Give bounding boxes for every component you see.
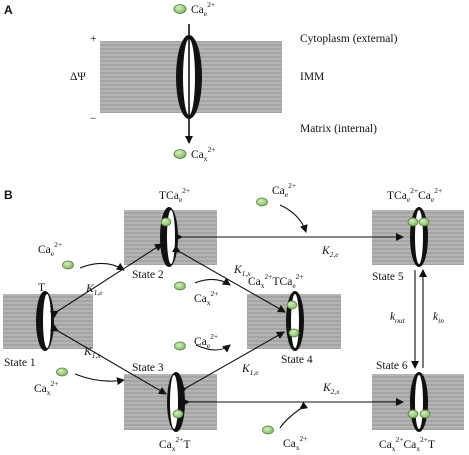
rate-kin-label: kin bbox=[433, 311, 444, 325]
species-state-6-label: Cax2+Cax2+T bbox=[379, 435, 435, 453]
rate-k2x-label: K2,x bbox=[322, 382, 340, 396]
ion-ca-e-label: Cae2+ bbox=[191, 0, 215, 18]
rate-k1x-label: K1,x bbox=[83, 346, 101, 360]
transporter-state-5-icon bbox=[410, 207, 428, 267]
bound-ion-icon bbox=[288, 328, 300, 338]
species-state-2-label: TCae2+ bbox=[159, 186, 190, 204]
bound-ion-icon bbox=[418, 217, 430, 227]
ion-ca-x-label: Cax2+ bbox=[34, 379, 59, 397]
cytoplasm-label: Cytoplasm (external) bbox=[300, 33, 398, 45]
free-ion-icon bbox=[62, 260, 74, 270]
membrane-potential-label: ΔΨ bbox=[70, 71, 86, 83]
ion-ca-e-label: Cae2+ bbox=[38, 240, 62, 258]
bound-ion-icon bbox=[172, 409, 184, 419]
bound-ion-icon bbox=[160, 217, 172, 227]
state-6-label: State 6 bbox=[376, 360, 408, 372]
rate-k1e-label: K1,e bbox=[241, 363, 259, 377]
calcium-ion-icon bbox=[173, 4, 187, 14]
rate-kout-label: kout bbox=[390, 311, 406, 325]
species-t-label: T bbox=[38, 282, 45, 294]
transporter-state-6-icon bbox=[410, 372, 428, 432]
ion-ca-e-label: Cae2+ bbox=[272, 181, 296, 199]
transporter-icon bbox=[176, 35, 202, 119]
transporter-state-3-icon bbox=[167, 372, 185, 432]
ion-ca-x-label: Cax2+ bbox=[194, 289, 219, 307]
bound-ion-icon bbox=[419, 409, 431, 419]
minus-sign: − bbox=[90, 113, 97, 125]
state-4-label: State 4 bbox=[281, 354, 313, 366]
state-1-label: State 1 bbox=[4, 357, 36, 369]
ion-ca-e-label: Cae2+ bbox=[194, 332, 218, 350]
state-3-label: State 3 bbox=[132, 362, 164, 374]
plus-sign: + bbox=[90, 33, 97, 45]
free-ion-icon bbox=[174, 281, 186, 291]
species-state-3-label: Cax2+T bbox=[159, 435, 191, 453]
rate-k1e-label: K1,e bbox=[85, 283, 103, 297]
bound-ion-icon bbox=[407, 217, 419, 227]
species-state-5-label: TCae2+Cae2+ bbox=[387, 186, 442, 204]
ion-ca-x-label: Cax2+ bbox=[191, 145, 216, 163]
panel-a-label: A bbox=[4, 3, 13, 17]
imm-label: IMM bbox=[300, 71, 324, 83]
transporter-state-4-icon bbox=[286, 291, 304, 351]
free-ion-icon bbox=[262, 425, 274, 435]
rate-k1x-label: K1,x bbox=[233, 264, 251, 278]
ion-ca-x-label: Cax2+ bbox=[283, 434, 308, 452]
reaction-arrows bbox=[49, 204, 427, 429]
bound-ion-icon bbox=[407, 409, 419, 419]
bound-ion-icon bbox=[286, 300, 298, 310]
matrix-label: Matrix (internal) bbox=[300, 123, 377, 135]
free-ion-icon bbox=[56, 367, 68, 377]
transporter-state-2-icon bbox=[160, 207, 178, 267]
rate-k2e-label: K2,e bbox=[321, 245, 339, 259]
species-state-4-label: Cax2+TCae2+ bbox=[248, 272, 304, 290]
calcium-ion-icon bbox=[173, 149, 187, 159]
state-5-label: State 5 bbox=[372, 271, 404, 283]
state-2-label: State 2 bbox=[132, 269, 164, 281]
panel-b-label: B bbox=[4, 188, 13, 202]
free-ion-icon bbox=[256, 197, 268, 207]
free-ion-icon bbox=[174, 341, 186, 351]
transporter-state-1-icon bbox=[36, 291, 54, 351]
